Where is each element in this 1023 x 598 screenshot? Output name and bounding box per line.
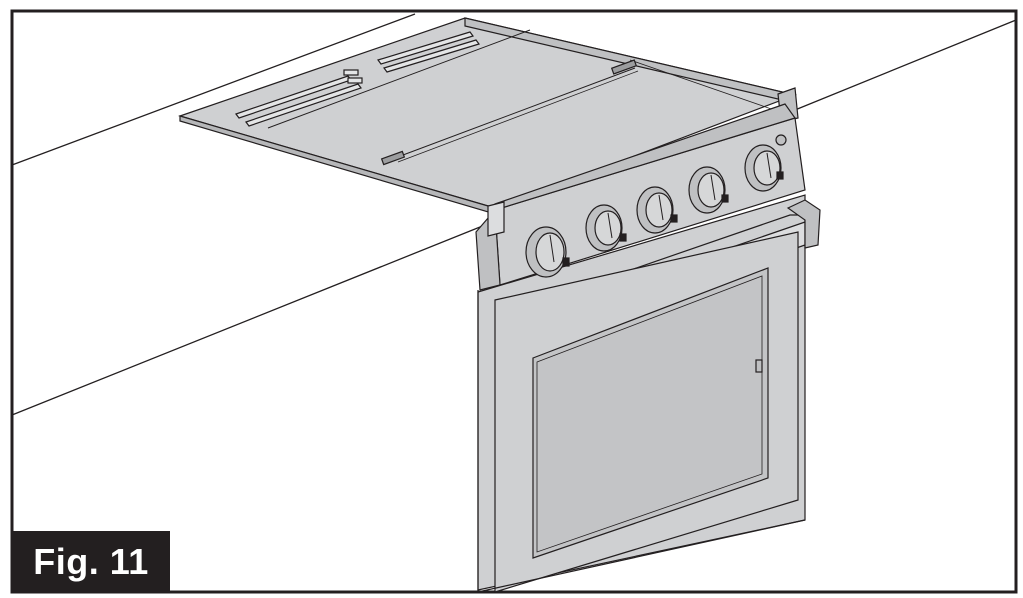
hinge [380,150,406,166]
side-bracket [487,201,505,237]
oven-bottom-edge [477,519,806,593]
figure-label: Fig. 11 [12,531,170,592]
vent-slot [377,31,474,65]
knob [585,204,627,252]
hinge [610,59,638,75]
knob [744,144,784,192]
figure-label-text: Fig. 11 [33,540,149,582]
oven-window [532,267,769,559]
knob [688,166,729,214]
igniter-button [775,134,787,146]
figure-frame [10,9,1018,594]
vent-slot [383,39,480,73]
oven-door [494,231,799,593]
vent-slot [245,83,362,127]
cooktop-lid [178,17,798,215]
countertop-lines [11,13,1017,416]
control-knobs [525,134,787,278]
knob [636,186,678,234]
knob [525,226,570,278]
